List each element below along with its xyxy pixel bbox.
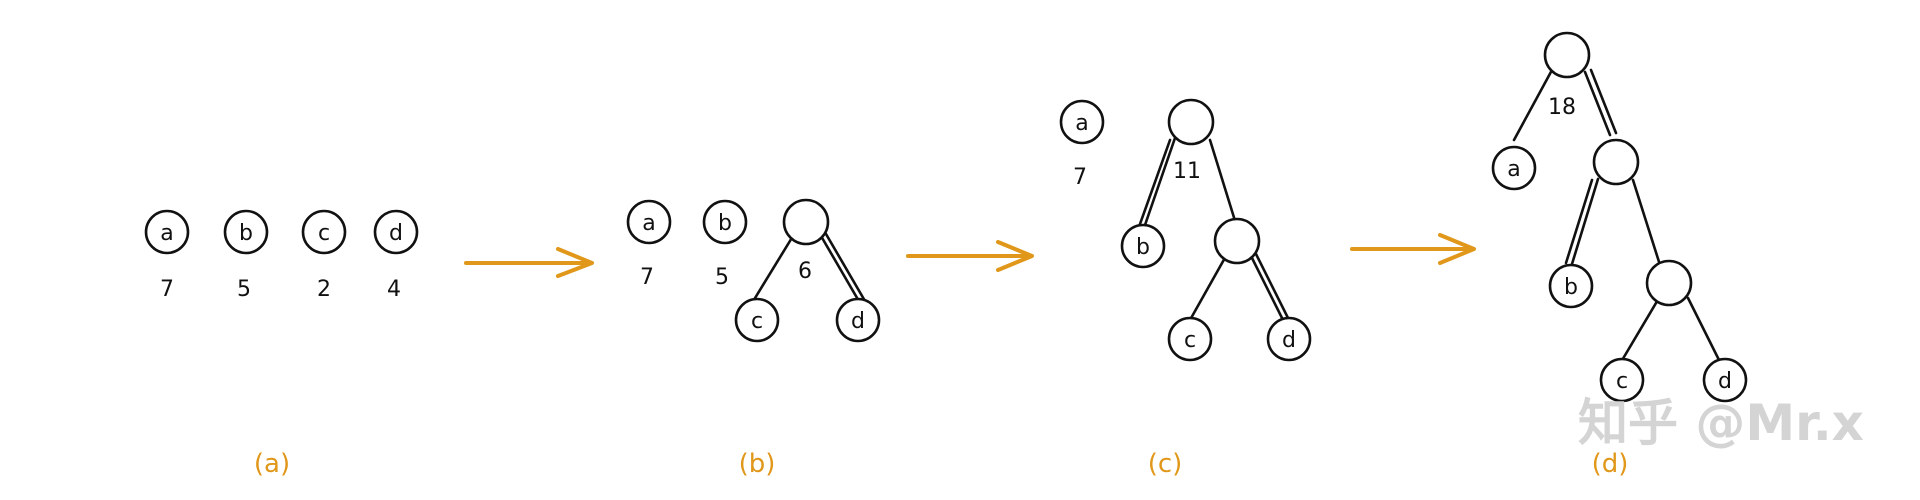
tree-edge (1570, 177, 1600, 266)
tree-edge (1583, 70, 1612, 137)
node-label: d (1282, 328, 1296, 353)
watermark: 知乎 @Mr.x (1578, 394, 1864, 452)
node-c (301, 209, 347, 255)
tree-edge (1589, 68, 1618, 135)
tree-edge (819, 234, 862, 305)
node-a (144, 209, 190, 255)
panel-a: a 7 b 5 c 2 d 4 (a) (144, 209, 419, 479)
leaf-node-c (734, 297, 780, 343)
node-weight: 7 (1073, 165, 1087, 190)
node-label: b (718, 211, 732, 236)
node-b (702, 199, 748, 245)
node-weight: 5 (715, 265, 729, 290)
node-weight: 5 (237, 277, 251, 302)
tree-edge (1208, 138, 1238, 226)
node-b (223, 209, 269, 255)
panel-caption: (c) (1148, 449, 1183, 479)
inner-node (1592, 138, 1640, 186)
tree-edge (750, 234, 795, 305)
panel-caption: (d) (1592, 449, 1629, 479)
node-a (1059, 99, 1105, 145)
tree-edge (1188, 254, 1228, 322)
arrow-icon (464, 247, 594, 278)
tree-edge (1254, 252, 1290, 320)
panel-b: a 7 b 5 6 c d (b) (626, 198, 881, 479)
leaf-node-b (1120, 223, 1166, 269)
panel-caption: (b) (739, 449, 776, 479)
tree-edge (1512, 68, 1554, 142)
node-label: d (389, 221, 403, 246)
tree-edge (1631, 178, 1662, 267)
node-label: b (1136, 235, 1150, 260)
tree-edge (1249, 254, 1285, 322)
leaf-node-d (835, 297, 881, 343)
node-weight: 4 (387, 277, 401, 302)
node-label: a (642, 211, 655, 236)
node-label: a (1075, 111, 1088, 136)
node-weight: 7 (640, 265, 654, 290)
node-label: d (1718, 369, 1732, 394)
node-label: b (1564, 275, 1578, 300)
node-weight: 6 (798, 259, 812, 284)
tree-root-node (782, 198, 830, 246)
tree-edge (1686, 296, 1722, 364)
arrow-icon (1350, 233, 1476, 265)
leaf-node-c (1599, 357, 1645, 403)
node-d (373, 209, 419, 255)
node-weight: 2 (317, 277, 331, 302)
leaf-node-a (1491, 145, 1537, 191)
node-weight: 18 (1548, 95, 1576, 120)
tree-root-node (1167, 98, 1215, 146)
node-label: d (851, 309, 865, 334)
leaf-node-c (1167, 316, 1213, 362)
panel-d: 18 a b c d (d) (1491, 31, 1748, 479)
inner-node (1645, 259, 1693, 307)
leaf-node-d (1702, 357, 1748, 403)
arrow-icon (906, 240, 1034, 272)
tree-edge (1564, 178, 1594, 265)
node-label: c (318, 221, 330, 246)
node-label: c (1616, 369, 1628, 394)
tree-edge (824, 232, 867, 303)
node-label: a (1507, 157, 1520, 182)
node-label: c (751, 309, 763, 334)
leaf-node-b (1548, 263, 1594, 309)
node-a (626, 199, 672, 245)
tree-edge (1143, 136, 1177, 227)
tree-edge (1619, 296, 1661, 364)
node-label: c (1184, 328, 1196, 353)
node-weight: 11 (1173, 159, 1201, 184)
panel-caption: (a) (254, 449, 290, 479)
leaf-node-d (1266, 316, 1312, 362)
node-weight: 7 (160, 277, 174, 302)
tree-root-node (1543, 31, 1591, 79)
panel-c: a 7 11 b c d (c) (1059, 98, 1312, 479)
inner-node (1213, 217, 1261, 265)
tree-edge (1138, 138, 1172, 226)
node-label: b (239, 221, 253, 246)
node-label: a (160, 221, 173, 246)
